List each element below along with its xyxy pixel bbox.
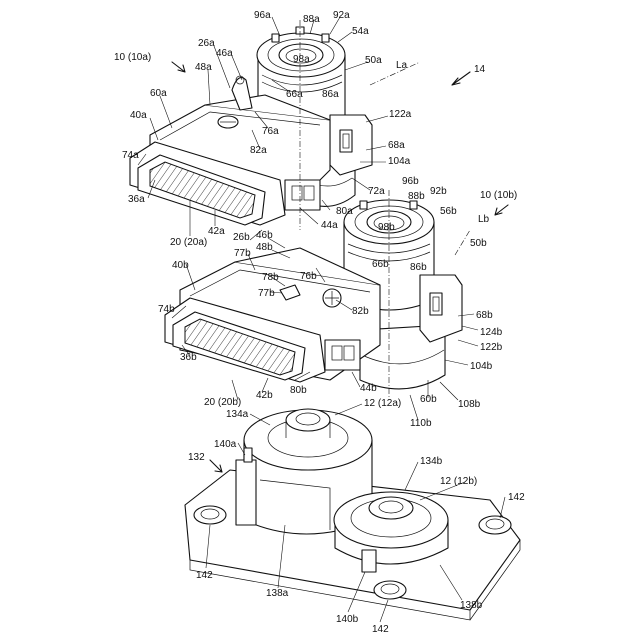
label-76b: 76b xyxy=(300,271,317,282)
label-44a: 44a xyxy=(321,220,338,231)
label-74b: 74b xyxy=(158,304,175,315)
label-20b: 20 (20b) xyxy=(204,397,241,408)
label-44b: 44b xyxy=(360,383,377,394)
label-66a: 66a xyxy=(286,89,303,100)
label-74a: 74a xyxy=(122,150,139,161)
label-98b: 98b xyxy=(378,222,395,233)
label-50b: 50b xyxy=(470,238,487,249)
label-142-bottom: 142 xyxy=(372,624,389,635)
label-56b: 56b xyxy=(440,206,457,217)
label-96a: 96a xyxy=(254,10,271,21)
connector-10a xyxy=(130,20,420,230)
label-124b: 124b xyxy=(480,327,503,338)
label-140a: 140a xyxy=(214,439,237,450)
mount-hole-bottom xyxy=(374,581,406,599)
label-122a: 122a xyxy=(389,109,412,120)
label-12a: 12 (12a) xyxy=(364,398,401,409)
mount-hole-right xyxy=(479,516,511,534)
label-46a: 46a xyxy=(216,48,233,59)
label-110b: 110b xyxy=(410,418,432,429)
label-77b-mid: 77b xyxy=(258,288,275,299)
label-80b: 80b xyxy=(290,385,307,396)
label-92a: 92a xyxy=(333,10,350,21)
label-140b: 140b xyxy=(336,614,359,625)
arrow-14 xyxy=(452,72,470,85)
label-46b: 46b xyxy=(256,230,273,241)
label-68a: 68a xyxy=(388,140,405,151)
label-12b: 12 (12b) xyxy=(440,476,477,487)
label-108b: 108b xyxy=(458,399,481,410)
label-10b: 10 (10b) xyxy=(480,190,517,201)
label-14: 14 xyxy=(474,64,486,75)
label-66b: 66b xyxy=(372,259,389,270)
label-40b: 40b xyxy=(172,260,189,271)
arrow-132 xyxy=(210,460,222,472)
label-42b: 42b xyxy=(256,390,273,401)
arrow-10b xyxy=(495,205,508,215)
label-26a: 26a xyxy=(198,38,215,49)
label-54a: 54a xyxy=(352,26,369,37)
label-76a: 76a xyxy=(262,126,279,137)
mount-hole-left xyxy=(194,506,226,524)
label-36b: 36b xyxy=(180,352,197,363)
label-138a: 138a xyxy=(266,588,289,599)
label-86a: 86a xyxy=(322,89,339,100)
label-98a: 98a xyxy=(293,54,310,65)
label-82a: 82a xyxy=(250,145,267,156)
label-138b: 138b xyxy=(460,600,483,611)
label-72a: 72a xyxy=(368,186,385,197)
label-40a: 40a xyxy=(130,110,147,121)
label-78b: 78b xyxy=(262,272,279,283)
label-Lb: Lb xyxy=(478,214,490,225)
label-50a: 50a xyxy=(365,55,382,66)
label-88a: 88a xyxy=(303,14,320,25)
label-134b: 134b xyxy=(420,456,443,467)
label-92b: 92b xyxy=(430,186,447,197)
label-La: La xyxy=(396,60,408,71)
label-20a: 20 (20a) xyxy=(170,237,207,248)
label-48b: 48b xyxy=(256,242,273,253)
label-132: 132 xyxy=(188,452,205,463)
label-104b: 104b xyxy=(470,361,493,372)
arrow-10a xyxy=(172,62,185,72)
label-77b-top: 77b xyxy=(234,248,251,259)
label-88b: 88b xyxy=(408,191,425,202)
label-48a: 48a xyxy=(195,62,212,73)
label-26b: 26b xyxy=(233,232,250,243)
label-60b: 60b xyxy=(420,394,437,405)
label-36a: 36a xyxy=(128,194,145,205)
label-104a: 104a xyxy=(388,156,411,167)
label-96b: 96b xyxy=(402,176,419,187)
label-122b: 122b xyxy=(480,342,503,353)
label-142-left: 142 xyxy=(196,570,213,581)
label-86b: 86b xyxy=(410,262,427,273)
label-42a: 42a xyxy=(208,226,225,237)
label-134a: 134a xyxy=(226,409,249,420)
label-10a: 10 (10a) xyxy=(114,52,151,63)
label-142-right: 142 xyxy=(508,492,525,503)
label-68b: 68b xyxy=(476,310,493,321)
connector-10b xyxy=(165,190,470,400)
label-80a: 80a xyxy=(336,206,353,217)
label-60a: 60a xyxy=(150,88,167,99)
label-82b: 82b xyxy=(352,306,369,317)
